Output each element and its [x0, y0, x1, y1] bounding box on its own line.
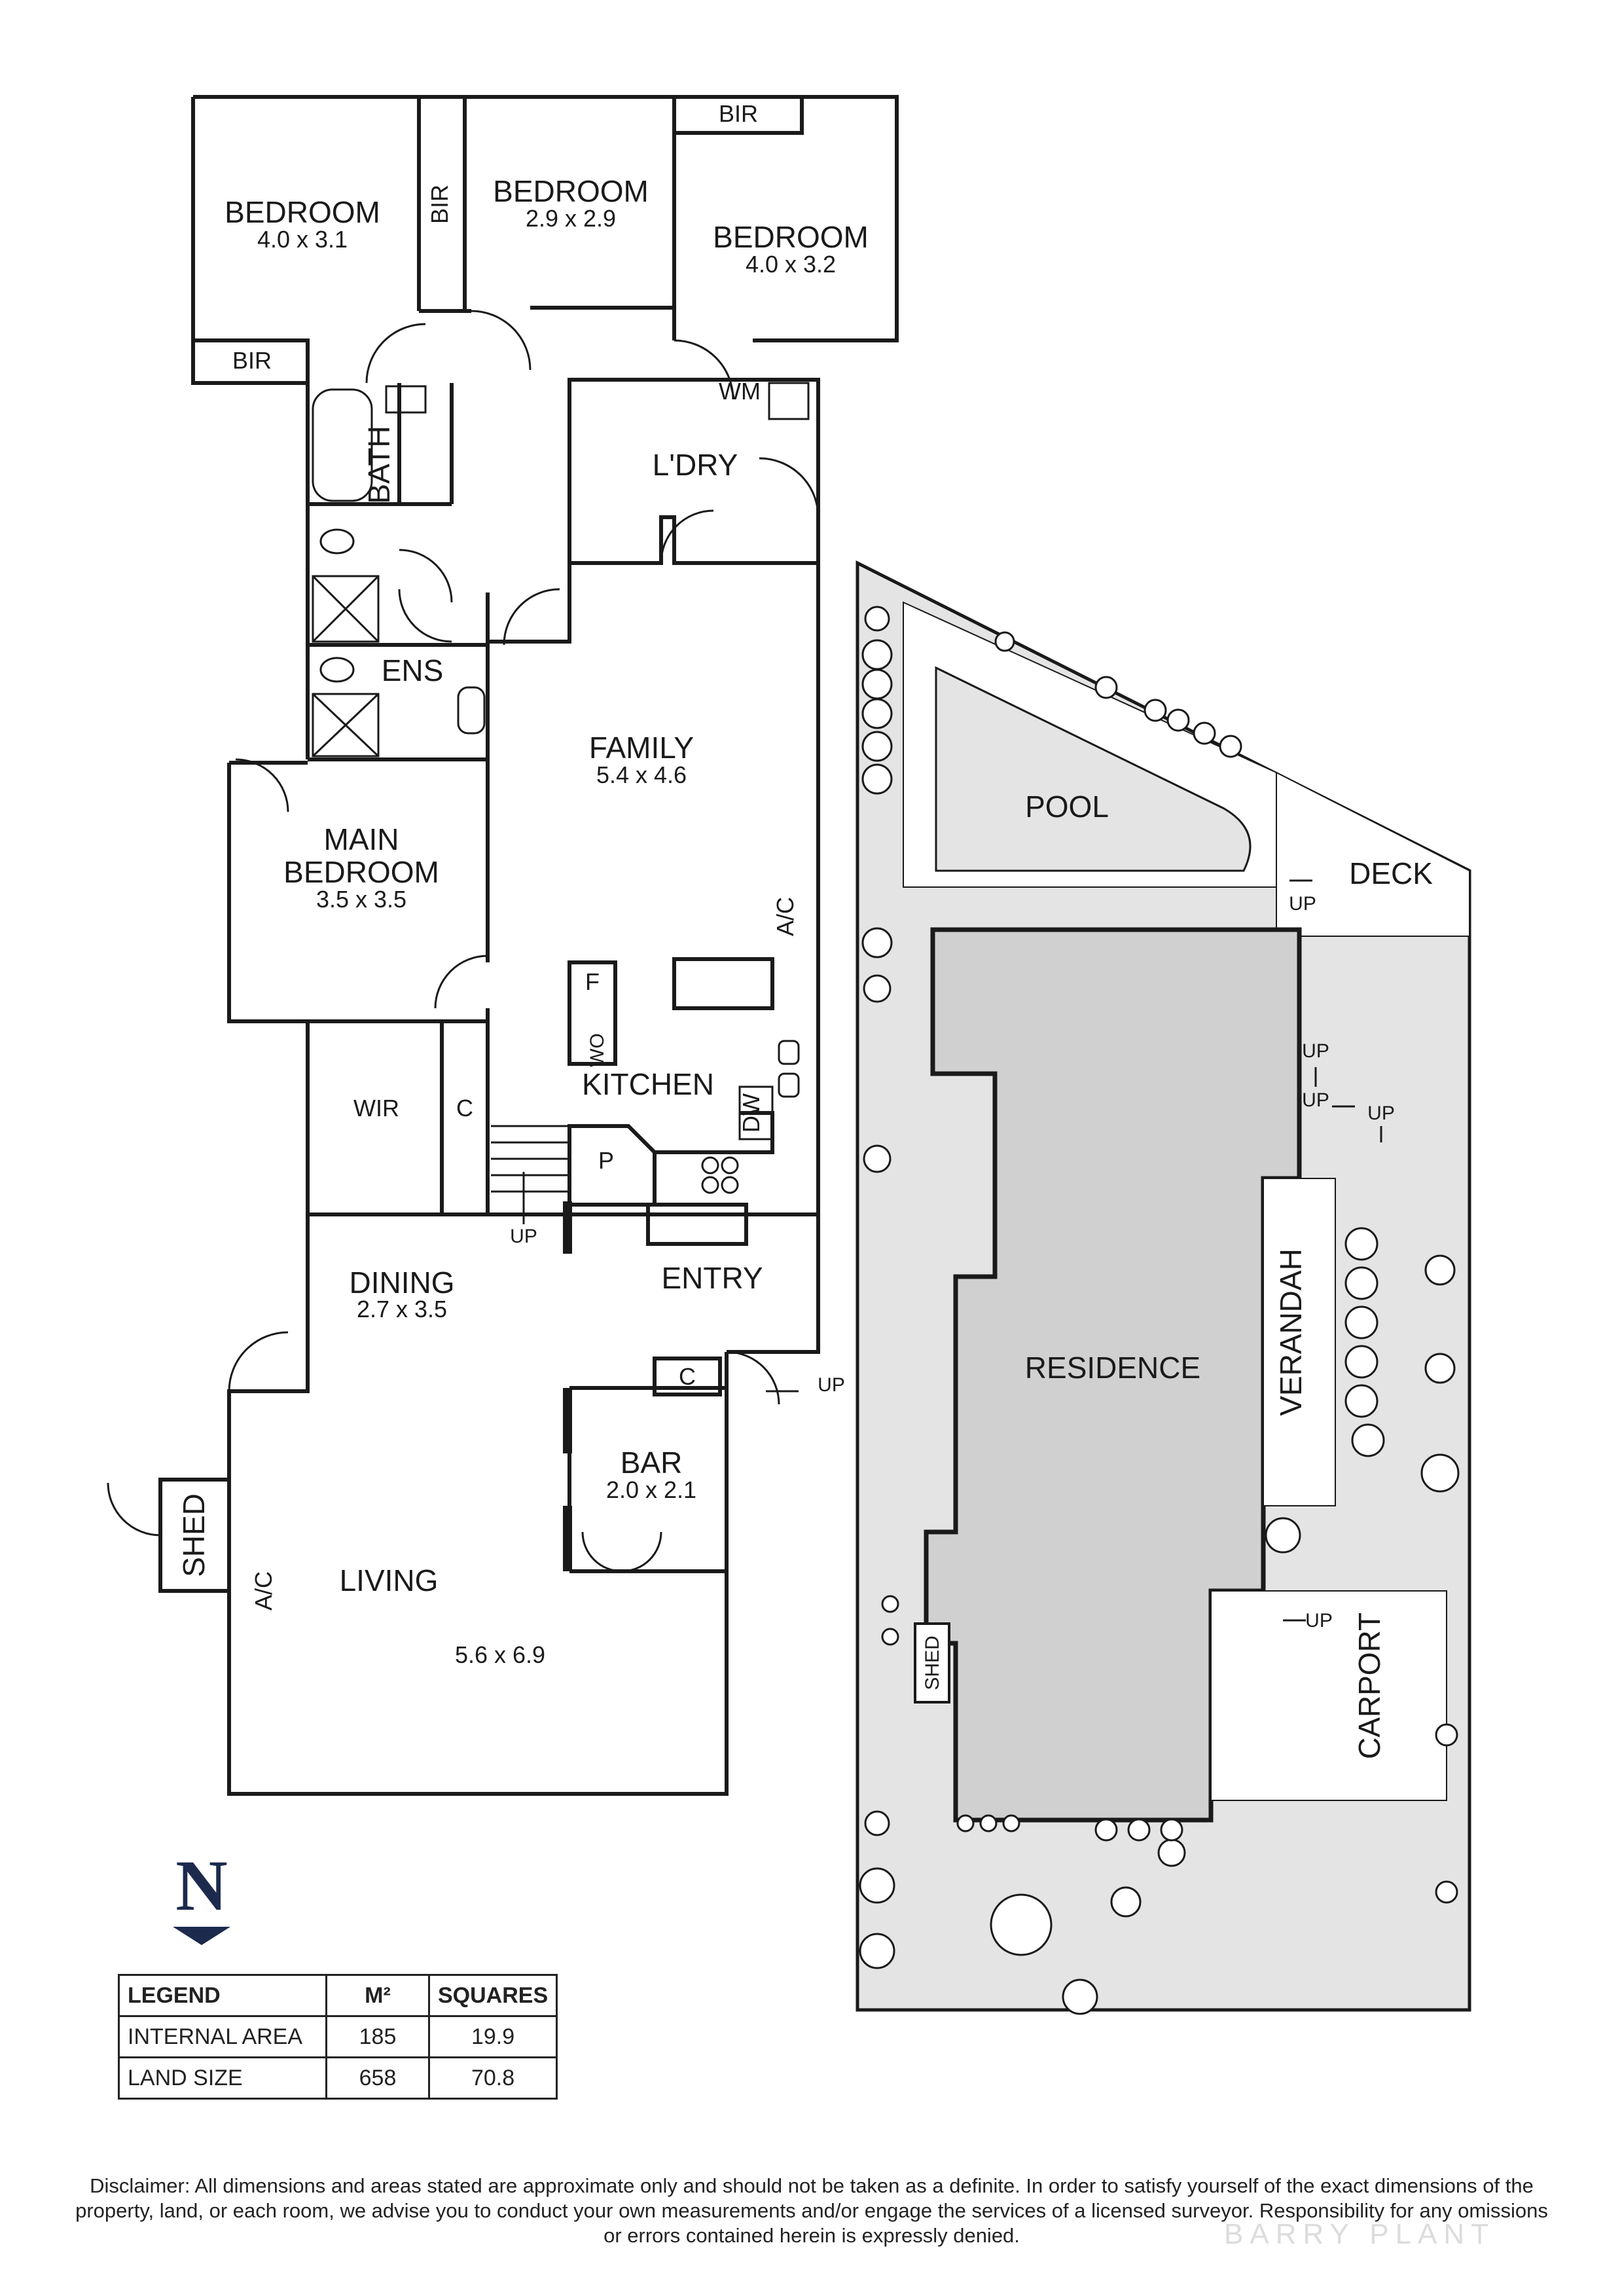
north-letter: N [175, 1846, 228, 1925]
site-shed-label: SHED [922, 1635, 943, 1690]
pool-label: POOL [1025, 790, 1109, 824]
bir-label-1: BIR [719, 100, 758, 127]
kitchen-label: KITCHEN [582, 1067, 714, 1101]
fridge-label: F [585, 968, 600, 995]
north-arrow-icon [173, 1927, 230, 1945]
family-dim: 5.4 x 4.6 [596, 761, 687, 788]
pool-shape [935, 666, 1252, 872]
bedroom-1-label: BEDROOM [225, 195, 380, 229]
cupboard-label-2: C [679, 1363, 696, 1390]
verandah-area [1263, 1178, 1336, 1506]
area-legend-table: LEGEND M² SQUARES INTERNAL AREA 185 19.9… [118, 1974, 558, 2100]
site-plan [856, 560, 1471, 2012]
legend-row-label: INTERNAL AREA [118, 2015, 327, 2058]
dining-label: DINING [350, 1266, 455, 1300]
ac-label-living: A/C [250, 1571, 277, 1611]
deck-label: DECK [1349, 856, 1433, 890]
up-label-side-3: UP [1367, 1102, 1395, 1124]
legend-header-label: LEGEND [118, 1974, 327, 2017]
ac-label-family: A/C [772, 897, 799, 936]
main-bedroom-label-1: MAIN [324, 822, 399, 856]
heavy-wall-segments [563, 1201, 572, 1571]
up-label-stairs: UP [510, 1226, 537, 1247]
door-swings [107, 310, 820, 1573]
up-label-side-2: UP [1302, 1089, 1329, 1111]
legend-header-m2: M² [325, 1974, 430, 2017]
up-label-deck: UP [1289, 893, 1316, 915]
main-bedroom-dim: 3.5 x 3.5 [316, 886, 406, 913]
north-compass: N [169, 1850, 234, 1945]
wir-label: WIR [353, 1095, 399, 1121]
living-dim: 5.6 x 6.9 [455, 1641, 545, 1668]
legend-row: LAND SIZE 658 70.8 [118, 2056, 558, 2100]
legend-header-row: LEGEND M² SQUARES [118, 1974, 558, 2017]
bedroom-2-dim: 2.9 x 2.9 [526, 205, 616, 232]
tree-icons [859, 606, 1460, 2015]
bedroom-3-dim: 4.0 x 3.2 [746, 251, 836, 278]
site-shed [914, 1622, 950, 1704]
wm-label: WM [719, 378, 761, 405]
up-label-carport: UP [1305, 1610, 1333, 1631]
shed-label: SHED [177, 1493, 211, 1577]
bar-dim: 2.0 x 2.1 [606, 1476, 696, 1503]
dining-dim: 2.7 x 3.5 [357, 1296, 447, 1322]
up-label-side-1: UP [1302, 1040, 1329, 1062]
entry-stairs [491, 1125, 569, 1224]
bir-label-2: BIR [232, 347, 272, 374]
laundry-label: L'DRY [653, 448, 738, 482]
deck-area [1276, 771, 1470, 937]
legend-row-squares: 70.8 [427, 2056, 558, 2100]
legend-row-m2: 658 [325, 2056, 430, 2100]
disclaimer-text: Disclaimer: All dimensions and areas sta… [75, 2174, 1548, 2247]
carport-area [1210, 1590, 1447, 1801]
legend-row-m2: 185 [325, 2015, 430, 2058]
pantry-label: P [598, 1147, 614, 1174]
bedroom-1-dim: 4.0 x 3.1 [257, 226, 348, 253]
ensuite-label: ENS [382, 653, 444, 687]
bir-label-3: BIR [426, 185, 453, 224]
living-label: LIVING [340, 1563, 439, 1597]
residence-label: RESIDENCE [1025, 1351, 1200, 1385]
bath-label: BATH [362, 426, 396, 503]
bar-label: BAR [621, 1446, 683, 1480]
family-label: FAMILY [589, 731, 694, 765]
legend-row: INTERNAL AREA 185 19.9 [118, 2015, 558, 2058]
bedroom-3-label: BEDROOM [713, 220, 869, 254]
verandah-label: VERANDAH [1274, 1248, 1308, 1416]
bath-fixtures [312, 382, 810, 1194]
bedroom-2-label: BEDROOM [493, 174, 649, 208]
up-label-entry: UP [818, 1374, 845, 1396]
dishwasher-label: DW [738, 1093, 765, 1133]
main-bedroom-label-2: BEDROOM [283, 855, 439, 889]
watermark: BARRY PLANT [1224, 2218, 1496, 2250]
legend-header-squares: SQUARES [427, 1974, 558, 2017]
wall-oven-label: WO [586, 1033, 608, 1067]
legend-row-label: LAND SIZE [118, 2056, 327, 2100]
cupboard-label-1: C [456, 1095, 473, 1121]
carport-label: CARPORT [1352, 1613, 1386, 1759]
legend-row-squares: 19.9 [427, 2015, 558, 2058]
up-arrows [766, 879, 1382, 1622]
entry-label: ENTRY [661, 1261, 763, 1295]
